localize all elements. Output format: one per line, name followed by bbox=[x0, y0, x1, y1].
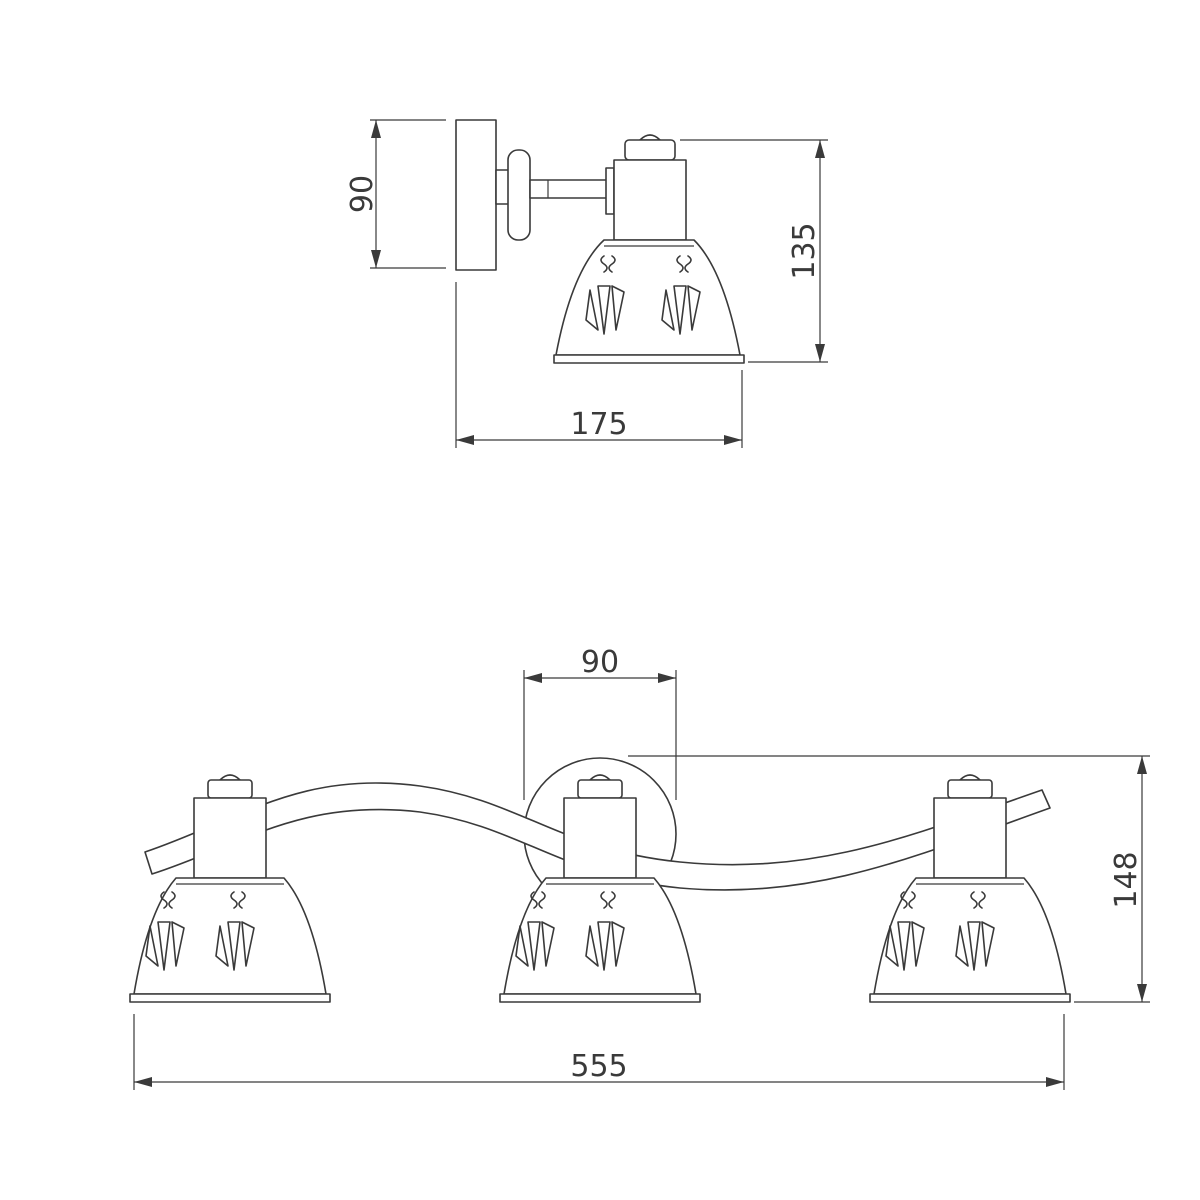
dim-label-175: 175 bbox=[570, 407, 627, 442]
arm-rod bbox=[529, 179, 609, 199]
dim-backplate-height: 90 bbox=[345, 119, 446, 269]
dim-label-90-horizontal: 90 bbox=[581, 645, 619, 680]
triple-fixture-view: 90 148 555 bbox=[130, 645, 1150, 1090]
shade-rim bbox=[553, 354, 745, 364]
single-fixture-view: 90 135 175 bbox=[345, 119, 828, 448]
dim-total-height: 135 bbox=[680, 139, 828, 363]
arm-joint bbox=[605, 167, 615, 215]
dim-triple-height: 148 bbox=[628, 755, 1150, 1003]
dim-backplate-diameter: 90 bbox=[523, 645, 677, 800]
dim-total-depth: 175 bbox=[455, 282, 743, 448]
dim-label-148: 148 bbox=[1109, 851, 1144, 908]
swivel-knuckle bbox=[507, 149, 531, 241]
dim-label-90-vertical: 90 bbox=[345, 175, 380, 213]
curved-bar bbox=[144, 782, 1051, 891]
backplate bbox=[455, 119, 497, 271]
shade bbox=[555, 239, 741, 356]
dim-label-135: 135 bbox=[787, 222, 822, 279]
dim-total-width: 555 bbox=[133, 1014, 1065, 1090]
dim-label-555: 555 bbox=[570, 1049, 627, 1084]
socket-body bbox=[613, 159, 687, 241]
socket-cap bbox=[624, 139, 676, 161]
